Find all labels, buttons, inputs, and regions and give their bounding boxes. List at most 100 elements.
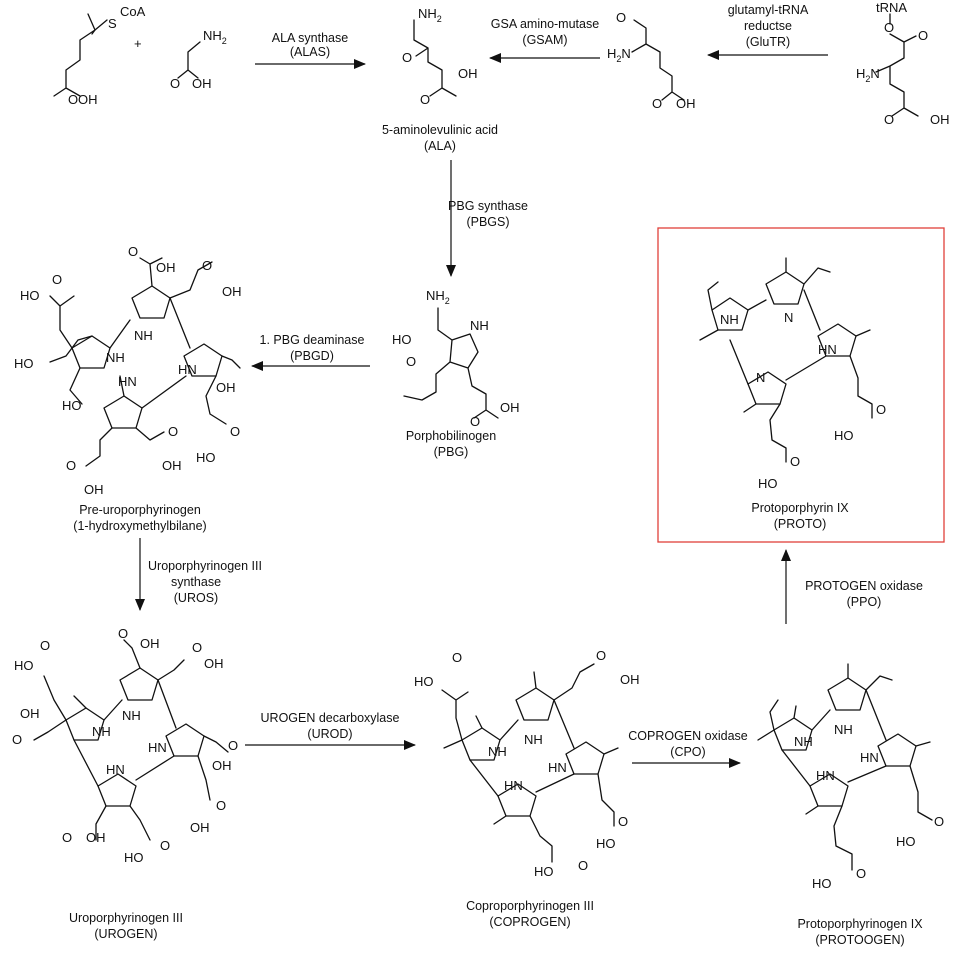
coproporphyrinogen-iii-structure: HO O O OH NH NH HN HN O HO O HO bbox=[414, 648, 640, 879]
protogen-name: Protoporphyrinogen IX bbox=[797, 917, 923, 931]
ho-label: HO bbox=[124, 850, 144, 865]
o-label: O bbox=[420, 92, 430, 107]
o-label: O bbox=[402, 50, 412, 65]
n-label: N bbox=[756, 370, 765, 385]
pbgs-label: PBG synthase bbox=[448, 199, 528, 213]
ho-label: HO bbox=[14, 658, 34, 673]
o-label: O bbox=[228, 738, 238, 753]
gsam-abbrev: (GSAM) bbox=[522, 33, 567, 47]
ala-abbrev: (ALA) bbox=[424, 139, 456, 153]
o-label: O bbox=[168, 424, 178, 439]
oh-label: OH bbox=[222, 284, 242, 299]
h2n-label: H2N bbox=[607, 46, 631, 64]
proto-abbrev: (PROTO) bbox=[774, 517, 827, 531]
o-label: O bbox=[62, 830, 72, 845]
urod-label: UROGEN decarboxylase bbox=[261, 711, 400, 725]
s-label: S bbox=[108, 16, 117, 31]
o-label: O bbox=[884, 112, 894, 127]
n-label: N bbox=[784, 310, 793, 325]
glutr-label: glutamyl-tRNA bbox=[728, 3, 809, 17]
oh-label: OH bbox=[86, 830, 106, 845]
cpo-abbrev: (CPO) bbox=[670, 745, 705, 759]
proto-name: Protoporphyrin IX bbox=[751, 501, 849, 515]
ho-label: HO bbox=[534, 864, 554, 879]
pbgd-label: 1. PBG deaminase bbox=[260, 333, 365, 347]
pbg-abbrev: (PBG) bbox=[434, 445, 469, 459]
oh-label: OH bbox=[78, 92, 98, 107]
hn-label: HN bbox=[504, 778, 523, 793]
pbgd-abbrev: (PBGD) bbox=[290, 349, 334, 363]
o-label: O bbox=[918, 28, 928, 43]
oh-label: OH bbox=[192, 76, 212, 91]
o-label: O bbox=[12, 732, 22, 747]
ho-label: HO bbox=[196, 450, 216, 465]
o-label: O bbox=[856, 866, 866, 881]
ala-name: 5-aminolevulinic acid bbox=[382, 123, 498, 137]
pre-uroporphyrinogen-structure: HO O O OH O OH HO NH NH HN HN OH HO O OH… bbox=[14, 244, 242, 497]
ppo-label: PROTOGEN oxidase bbox=[805, 579, 923, 593]
trna-label: tRNA bbox=[876, 0, 907, 15]
coprogen-abbrev: (COPROGEN) bbox=[489, 915, 570, 929]
hn-label: HN bbox=[818, 342, 837, 357]
h2n-label: H2N bbox=[856, 66, 880, 84]
oh-label: OH bbox=[620, 672, 640, 687]
o-label: O bbox=[470, 414, 480, 429]
uros-label-2: synthase bbox=[171, 575, 221, 589]
o-label: O bbox=[876, 402, 886, 417]
preuro-abbrev: (1-hydroxymethylbilane) bbox=[73, 519, 206, 533]
ho-label: HO bbox=[758, 476, 778, 491]
o-label: O bbox=[192, 640, 202, 655]
glutamyl-trna-structure: tRNA O O H2N OH O bbox=[856, 0, 950, 127]
o-label: O bbox=[66, 458, 76, 473]
ho-label: HO bbox=[896, 834, 916, 849]
nh-label: NH bbox=[122, 708, 141, 723]
hn-label: HN bbox=[178, 362, 197, 377]
nh2-label: NH2 bbox=[426, 288, 450, 306]
protoporphyrinogen-ix-structure: NH NH HN HN O HO O HO bbox=[757, 663, 944, 891]
o-label: O bbox=[618, 814, 628, 829]
oh-label: OH bbox=[84, 482, 104, 497]
nh-label: NH bbox=[488, 744, 507, 759]
urogen-name: Uroporphyrinogen III bbox=[69, 911, 183, 925]
nh-label: NH bbox=[834, 722, 853, 737]
ho-label: HO bbox=[62, 398, 82, 413]
nh-label: NH bbox=[470, 318, 489, 333]
oh-label: OH bbox=[190, 820, 210, 835]
ho-label: HO bbox=[812, 876, 832, 891]
nh2-label: NH2 bbox=[203, 28, 227, 46]
o-label: O bbox=[118, 626, 128, 641]
uros-abbrev: (UROS) bbox=[174, 591, 218, 605]
o-label: O bbox=[406, 354, 416, 369]
ho-label: HO bbox=[414, 674, 434, 689]
glutr-abbrev: (GluTR) bbox=[746, 35, 790, 49]
nh-label: NH bbox=[106, 350, 125, 365]
uros-label: Uroporphyrinogen III bbox=[148, 559, 262, 573]
nh-label: NH bbox=[524, 732, 543, 747]
hn-label: HN bbox=[816, 768, 835, 783]
oh-label: OH bbox=[930, 112, 950, 127]
o-label: O bbox=[578, 858, 588, 873]
ala-structure: NH2 O O OH bbox=[402, 6, 478, 107]
coa-label: CoA bbox=[120, 4, 146, 19]
o-label: O bbox=[128, 244, 138, 259]
protogen-abbrev: (PROTOOGEN) bbox=[815, 933, 904, 947]
o-label: O bbox=[452, 650, 462, 665]
oh-label: OH bbox=[676, 96, 696, 111]
pbgs-abbrev: (PBGS) bbox=[466, 215, 509, 229]
o-label: O bbox=[68, 92, 78, 107]
coprogen-name: Coproporphyrinogen III bbox=[466, 899, 594, 913]
glycine-structure: NH2 O OH bbox=[170, 28, 227, 91]
pbg-structure: NH2 NH HO O OH O bbox=[392, 288, 520, 429]
cpo-label: COPROGEN oxidase bbox=[628, 729, 748, 743]
gsam-label: GSA amino-mutase bbox=[491, 17, 599, 31]
o-label: O bbox=[884, 20, 894, 35]
ho-label: HO bbox=[20, 288, 40, 303]
oh-label: OH bbox=[500, 400, 520, 415]
o-label: O bbox=[202, 258, 212, 273]
o-label: O bbox=[216, 798, 226, 813]
nh-label: NH bbox=[134, 328, 153, 343]
o-label: O bbox=[934, 814, 944, 829]
o-label: O bbox=[52, 272, 62, 287]
uroporphyrinogen-iii-structure: HO O O OH O OH OH O NH NH HN HN O OH O O… bbox=[12, 626, 238, 865]
